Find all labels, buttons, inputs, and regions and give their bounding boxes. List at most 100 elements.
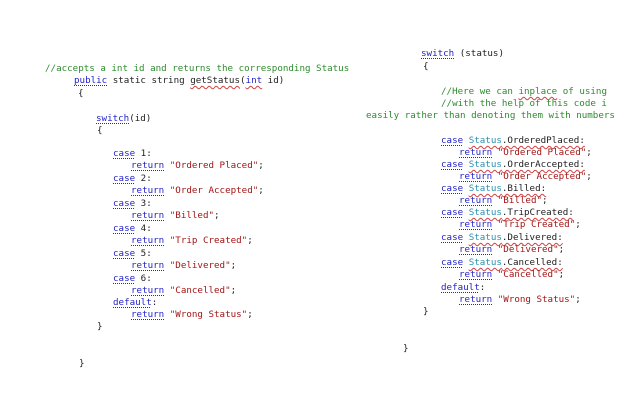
keyword-public: public [74, 75, 108, 86]
case-label: 1: [135, 148, 152, 159]
enum-type: Status [468, 135, 502, 146]
enum-member: .Cancelled: [501, 257, 563, 268]
case-line: case Status.Billed: [441, 183, 546, 195]
semicolon: ; [258, 160, 264, 171]
switch-statement: switch(id) [96, 113, 151, 125]
switch-close-brace: } [97, 321, 103, 332]
keyword-case: case [113, 198, 136, 209]
semicolon: ; [247, 235, 253, 246]
keyword-return: return [459, 244, 493, 255]
keyword-switch: switch [96, 113, 130, 124]
string-literal: "Order Accepted" [497, 171, 587, 182]
method-signature: public static string getStatus(int id) [74, 75, 284, 87]
method-name: getStatus [190, 75, 240, 86]
enum-member: .Delivered: [501, 232, 563, 243]
method-open-brace: { [78, 88, 84, 99]
keyword-default: default [441, 282, 480, 293]
case-line: case 4: [113, 223, 152, 235]
keyword-return: return [459, 294, 493, 305]
method-comment: //accepts a int id and returns the corre… [45, 63, 350, 74]
case-line: case 6: [113, 273, 152, 285]
case-label: 5: [135, 248, 152, 259]
comment-line-3: easily rather than denoting them with nu… [366, 110, 615, 121]
default-line: default: [441, 282, 485, 294]
enum-type: Status [468, 207, 502, 218]
string-literal: "Wrong Status" [497, 294, 576, 305]
case-line: case 5: [113, 248, 152, 260]
string-literal: "Order Accepted" [169, 185, 259, 196]
semicolon: ; [575, 219, 581, 230]
switch-statement: switch (status) [421, 48, 504, 60]
enum-type: Status [468, 159, 502, 170]
string-literal: "Billed" [497, 195, 543, 206]
return-line: return "Trip Created"; [131, 235, 253, 247]
keyword-case: case [441, 257, 464, 268]
keyword-case: case [441, 207, 464, 218]
case-line: case Status.Delivered: [441, 232, 563, 244]
semicolon: ; [230, 260, 237, 271]
colon: : [151, 297, 158, 308]
return-line: return "Trip Created"; [459, 219, 581, 231]
semicolon: ; [258, 185, 264, 196]
keyword-case: case [113, 173, 136, 184]
semicolon: ; [586, 147, 592, 158]
return-line: return "Cancelled"; [459, 269, 564, 281]
string-literal: "Trip Created" [169, 235, 248, 246]
keyword-return: return [459, 147, 493, 158]
keyword-default: default [113, 297, 152, 308]
case-line: case 2: [113, 173, 152, 185]
semicolon: ; [586, 171, 592, 182]
return-line: return "Delivered"; [131, 260, 236, 272]
semicolon: ; [247, 309, 253, 320]
semicolon: ; [214, 210, 220, 221]
keyword-return: return [459, 219, 493, 230]
enum-type: Status [468, 183, 502, 194]
keyword-case: case [441, 183, 464, 194]
keyword-return: return [131, 160, 165, 171]
method-close-brace: } [403, 343, 409, 354]
case-line: case 3: [113, 198, 152, 210]
string-literal: "Cancelled" [169, 285, 231, 296]
string-literal: "Cancelled" [497, 269, 559, 280]
keyword-case: case [441, 159, 464, 170]
case-line: case 1: [113, 148, 152, 160]
semicolon: ; [558, 244, 565, 255]
return-line: return "Wrong Status"; [131, 309, 253, 321]
keyword-case: case [113, 148, 136, 159]
comment-line-1: //Here we can inplace of using [441, 86, 607, 98]
return-line: return "Wrong Status"; [459, 294, 581, 306]
keyword-case: case [113, 273, 136, 284]
enum-member: .OrderedPlaced: [501, 135, 585, 146]
keyword-return: return [131, 260, 165, 271]
return-line: return "Ordered Placed"; [459, 147, 592, 159]
case-line: case Status.Cancelled: [441, 257, 563, 269]
keyword-return: return [131, 309, 165, 320]
comment-text: //Here we can [441, 86, 519, 97]
switch-expr: (status) [454, 48, 504, 59]
case-label: 3: [135, 198, 152, 209]
case-label: 2: [135, 173, 152, 184]
switch-open-brace: { [97, 125, 103, 136]
case-label: 6: [135, 273, 152, 284]
keyword-return: return [459, 269, 493, 280]
string-literal: "Wrong Status" [169, 309, 248, 320]
keyword-case: case [113, 223, 136, 234]
string-literal: "Ordered Placed" [169, 160, 259, 171]
case-line: case Status.OrderAccepted: [441, 159, 585, 171]
string-literal: "Delivered" [169, 260, 231, 271]
semicolon: ; [558, 269, 565, 280]
keyword-return: return [131, 235, 165, 246]
comment-line-2: //with the help of this code i [441, 98, 607, 109]
default-line: default: [113, 297, 157, 309]
keyword-return: return [459, 195, 493, 206]
colon: : [479, 282, 486, 293]
keyword-case: case [441, 232, 464, 243]
enum-member: .TripCreated: [501, 207, 574, 218]
switch-open-brace: { [423, 61, 429, 72]
case-line: case Status.OrderedPlaced: [441, 135, 585, 147]
keyword-return: return [459, 171, 493, 182]
case-line: case Status.TripCreated: [441, 207, 574, 219]
string-literal: "Trip Created" [497, 219, 576, 230]
keyword-case: case [113, 248, 136, 259]
